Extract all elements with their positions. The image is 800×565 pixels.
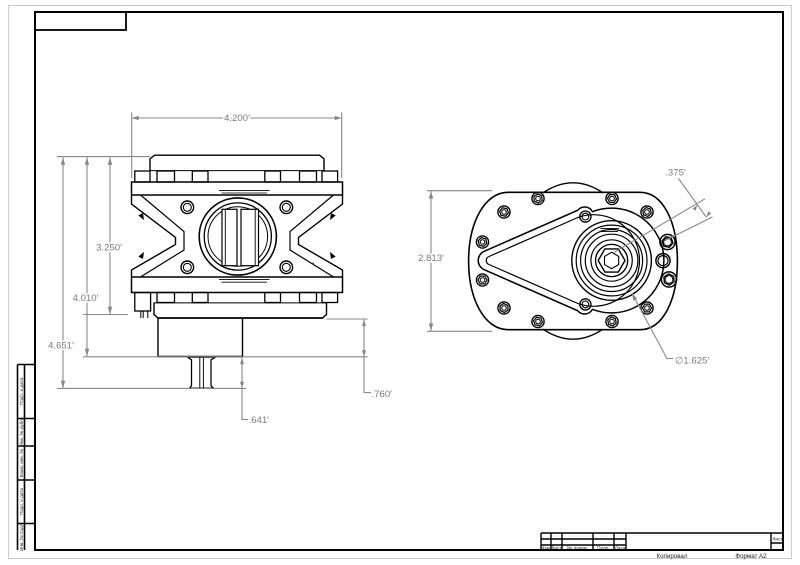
svg-text:Взам. инв. №: Взам. инв. №: [19, 449, 24, 478]
svg-text:4.651′: 4.651′: [48, 340, 74, 351]
svg-text:Лист: Лист: [772, 537, 783, 543]
svg-text:∅1.625′: ∅1.625′: [675, 355, 709, 366]
svg-text:Подп. и дата: Подп. и дата: [19, 378, 24, 406]
svg-text:3.250′: 3.250′: [96, 243, 122, 254]
svg-text:.375′: .375′: [665, 168, 686, 179]
svg-text:Подп.: Подп.: [597, 546, 610, 552]
svg-text:2.813′: 2.813′: [418, 253, 444, 264]
svg-text:Инв. № дубл.: Инв. № дубл.: [19, 418, 24, 446]
svg-text:Формат А2: Формат А2: [735, 553, 767, 560]
svg-text:.641′: .641′: [249, 415, 270, 426]
svg-text:Изм.: Изм.: [541, 546, 551, 552]
svg-text:№ докум.: № докум.: [567, 546, 588, 552]
svg-text:4.200′: 4.200′: [224, 113, 250, 124]
svg-text:Лист: Лист: [551, 546, 562, 552]
svg-text:Инв. № подл.: Инв. № подл.: [19, 522, 24, 551]
svg-text:.760′: .760′: [372, 389, 393, 400]
svg-text:Подп. и дата: Подп. и дата: [19, 488, 24, 516]
svg-text:4.010′: 4.010′: [73, 293, 99, 304]
svg-text:Копировал: Копировал: [656, 553, 687, 560]
svg-text:Дата: Дата: [615, 546, 626, 552]
